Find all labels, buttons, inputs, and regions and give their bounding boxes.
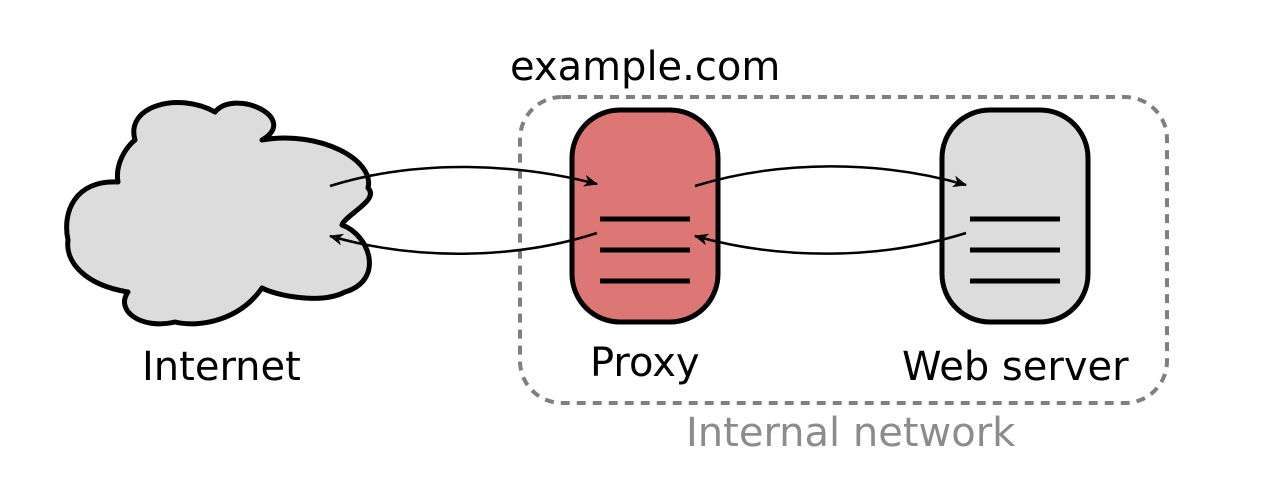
arrow-proxy-to-internet [329,231,598,255]
internet-node: Internet [64,100,373,390]
proxy-node: Proxy [569,107,721,386]
web-server-label: Web server [902,344,1129,390]
arrow-web-server-to-proxy [694,231,967,255]
proxy-label: Proxy [590,340,700,386]
domain-title: example.com [510,44,780,90]
arrow-internet-to-proxy [329,165,598,188]
proxy-server-icon [569,107,721,325]
arrow-proxy-to-web-server [694,165,967,188]
cloud-icon [64,100,373,327]
web-server-node: Web server [902,107,1129,390]
internet-label: Internet [142,344,301,390]
web-server-icon [939,107,1091,325]
internal-network-label: Internal network [686,410,1016,456]
